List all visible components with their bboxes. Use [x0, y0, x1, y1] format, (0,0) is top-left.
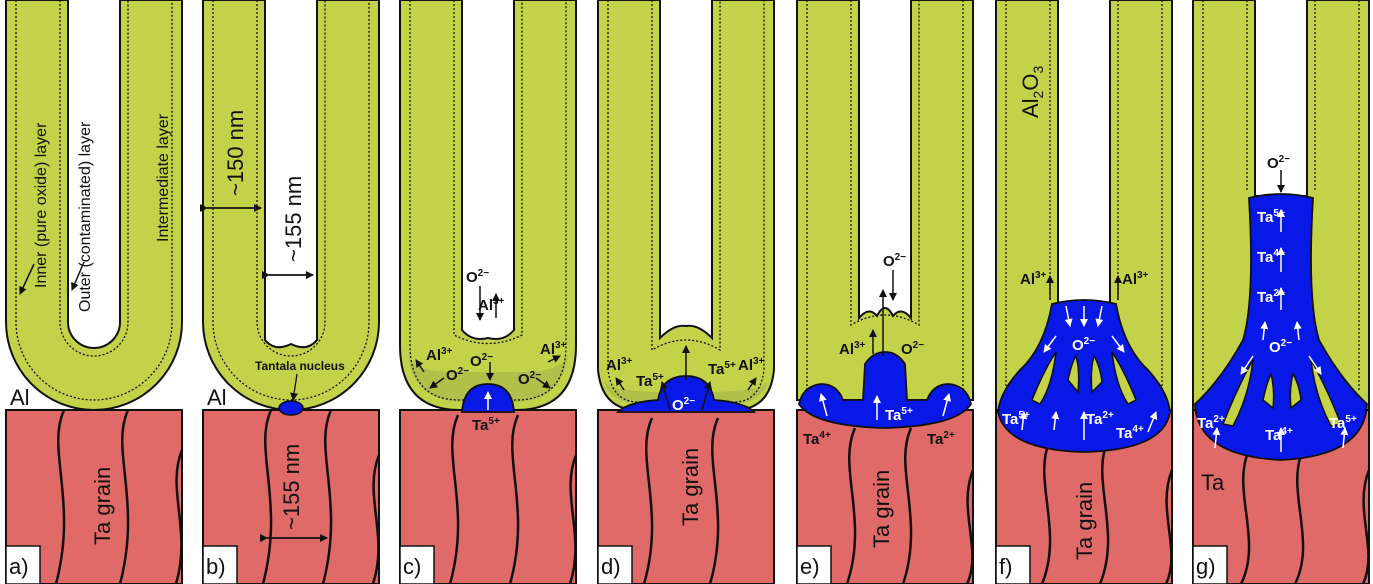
- ta-grain-label: Ta grain: [1072, 482, 1097, 560]
- panel-e: O2− Al3+ O2− Ta5+ Ta4+ Ta2+ Ta grain e): [797, 0, 973, 584]
- panel-label: f): [999, 554, 1012, 579]
- panel-label: d): [601, 554, 621, 579]
- ion-label: O2−: [466, 268, 489, 286]
- layer-boundary: [454, 0, 522, 344]
- panel-label: g): [1196, 554, 1216, 579]
- ta-grain-label: Ta grain: [678, 448, 703, 526]
- panel-label: a): [9, 554, 29, 579]
- layer-boundary: [851, 0, 919, 325]
- al-label: Al: [207, 385, 227, 410]
- panel-d: O2− Ta5+ Ta5+ Al3+ Al3+ Ta grain d): [598, 0, 774, 584]
- panel-label: e): [800, 554, 820, 579]
- layer-boundary: [652, 0, 720, 350]
- oxide-wall: [797, 0, 973, 400]
- ion-label: Al3+: [478, 296, 505, 314]
- panel-label: b): [206, 554, 226, 579]
- tantala-nucleus-label: Tantala nucleus: [255, 359, 345, 373]
- ion-label: O2−: [1267, 154, 1290, 172]
- dim-155-grain-label: ~155 nm: [279, 444, 304, 530]
- intermediate-layer-label: Intermediate layer: [155, 113, 172, 242]
- outer-layer-label: Outer (contaminated) layer: [77, 121, 94, 312]
- panel-c: O2− Al3+ O2− O2− O2− Al3+ Al3+ Ta5+ c): [400, 0, 576, 584]
- layer-boundary: [60, 0, 128, 356]
- ion-label: O2−: [883, 252, 906, 270]
- panel-label: c): [403, 554, 421, 579]
- tantala-nucleus: [279, 401, 303, 415]
- dim-155-label: ~155 nm: [281, 176, 306, 262]
- inner-layer-label: Inner (pure oxide) layer: [33, 122, 50, 288]
- dim-150-label: ~150 nm: [223, 110, 248, 196]
- panel-a: Inner (pure oxide) layer Outer (contamin…: [6, 0, 182, 584]
- ta-label: Ta: [1201, 470, 1225, 495]
- panel-g: O2− Ta5+ Ta4+ Ta2+ O2− Ta2+ Ta4+ Ta5+ Ta…: [1193, 0, 1369, 584]
- panel-b: Tantala nucleus ~150 nm ~155 nm ~155 nm …: [203, 0, 379, 584]
- al-label: Al: [10, 385, 30, 410]
- panel-f: Al3+ Al3+ O2− Ta5+ Ta2+ Ta4+ Al2O3 Ta gr…: [996, 0, 1172, 584]
- ta-grain-label: Ta grain: [90, 467, 115, 545]
- ta-grain-label: Ta grain: [869, 470, 894, 548]
